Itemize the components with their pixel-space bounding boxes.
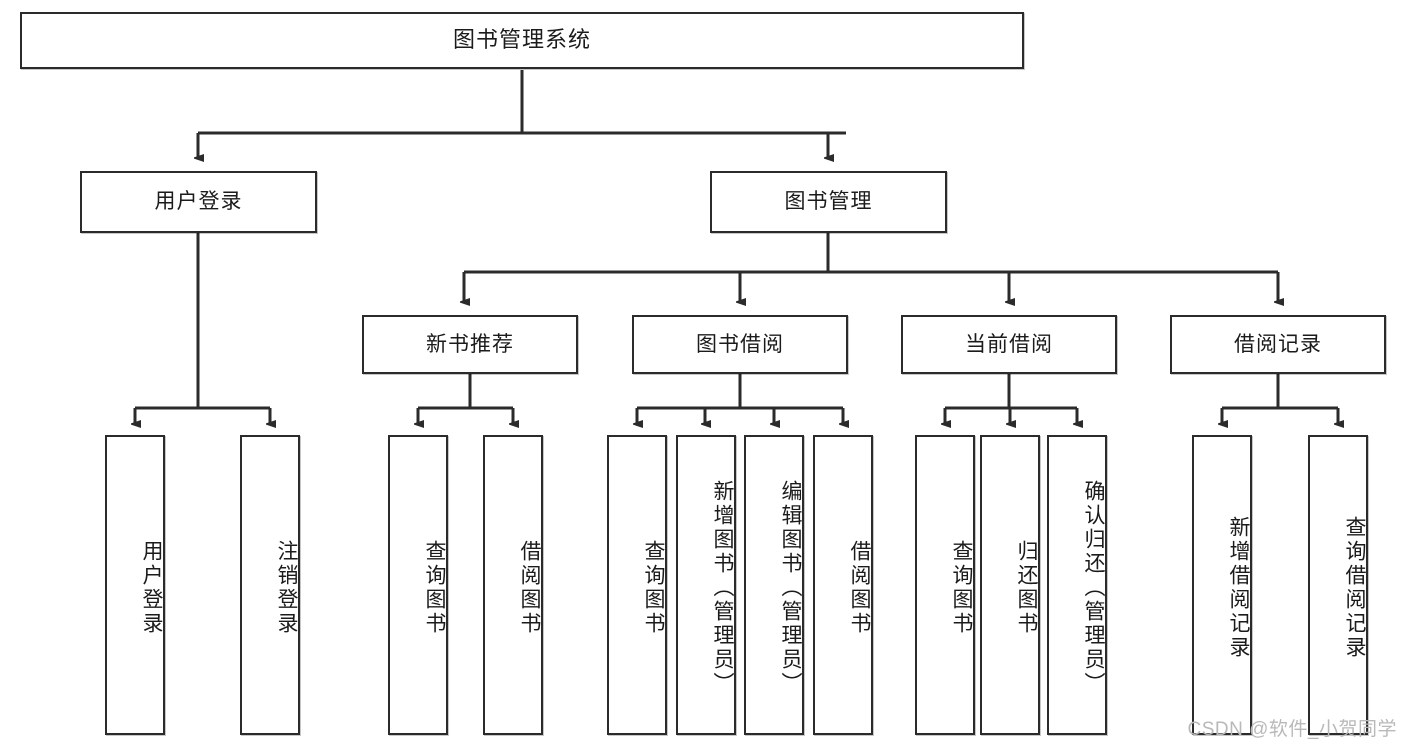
node-leaf-return-book-label: 归还图书 [1015, 540, 1038, 636]
node-leaf-query-book-2-label: 查询图书 [642, 540, 665, 636]
node-book-borrow-label: 图书借阅 [696, 332, 784, 356]
node-leaf-add-book[interactable]: 新增图书（管理员） [676, 435, 736, 735]
node-leaf-add-record-label: 新增借阅记录 [1227, 516, 1250, 660]
node-borrow-record[interactable]: 借阅记录 [1170, 315, 1386, 374]
node-current-borrow[interactable]: 当前借阅 [901, 315, 1117, 374]
node-leaf-add-book-label: 新增图书（管理员） [711, 480, 734, 696]
node-new-book-recommend-label: 新书推荐 [426, 332, 514, 356]
node-leaf-confirm-return-label: 确认归还（管理员） [1082, 480, 1105, 696]
node-new-book-recommend[interactable]: 新书推荐 [362, 315, 578, 374]
node-leaf-query-record-label: 查询借阅记录 [1343, 516, 1366, 660]
node-user-login[interactable]: 用户登录 [80, 171, 317, 233]
node-leaf-edit-book[interactable]: 编辑图书（管理员） [744, 435, 804, 735]
node-book-management-label: 图书管理 [784, 190, 873, 214]
node-leaf-query-book-1-label: 查询图书 [423, 540, 446, 636]
node-leaf-add-record[interactable]: 新增借阅记录 [1192, 435, 1252, 735]
node-user-login-label: 用户登录 [154, 190, 243, 214]
node-leaf-query-book-3[interactable]: 查询图书 [915, 435, 975, 735]
node-leaf-query-book-3-label: 查询图书 [950, 540, 973, 636]
node-leaf-logout-login-label: 注销登录 [275, 540, 298, 636]
node-root[interactable]: 图书管理系统 [20, 12, 1024, 69]
node-borrow-record-label: 借阅记录 [1234, 332, 1322, 356]
node-leaf-edit-book-label: 编辑图书（管理员） [779, 480, 802, 696]
node-leaf-borrow-book-1-label: 借阅图书 [518, 540, 541, 636]
node-leaf-query-book-2[interactable]: 查询图书 [607, 435, 667, 735]
node-leaf-borrow-book-2-label: 借阅图书 [848, 540, 871, 636]
node-leaf-return-book[interactable]: 归还图书 [980, 435, 1040, 735]
node-leaf-logout-login[interactable]: 注销登录 [240, 435, 300, 735]
node-root-label: 图书管理系统 [452, 27, 591, 53]
node-book-management[interactable]: 图书管理 [710, 171, 947, 233]
node-leaf-user-login[interactable]: 用户登录 [105, 435, 165, 735]
node-leaf-query-record[interactable]: 查询借阅记录 [1308, 435, 1368, 735]
node-leaf-user-login-label: 用户登录 [140, 540, 163, 636]
node-leaf-borrow-book-2[interactable]: 借阅图书 [813, 435, 873, 735]
node-leaf-query-book-1[interactable]: 查询图书 [388, 435, 448, 735]
watermark: CSDN @软件_小贺同学 [1187, 719, 1397, 740]
node-leaf-confirm-return[interactable]: 确认归还（管理员） [1047, 435, 1107, 735]
node-leaf-borrow-book-1[interactable]: 借阅图书 [483, 435, 543, 735]
node-book-borrow[interactable]: 图书借阅 [632, 315, 848, 374]
node-current-borrow-label: 当前借阅 [965, 332, 1053, 356]
